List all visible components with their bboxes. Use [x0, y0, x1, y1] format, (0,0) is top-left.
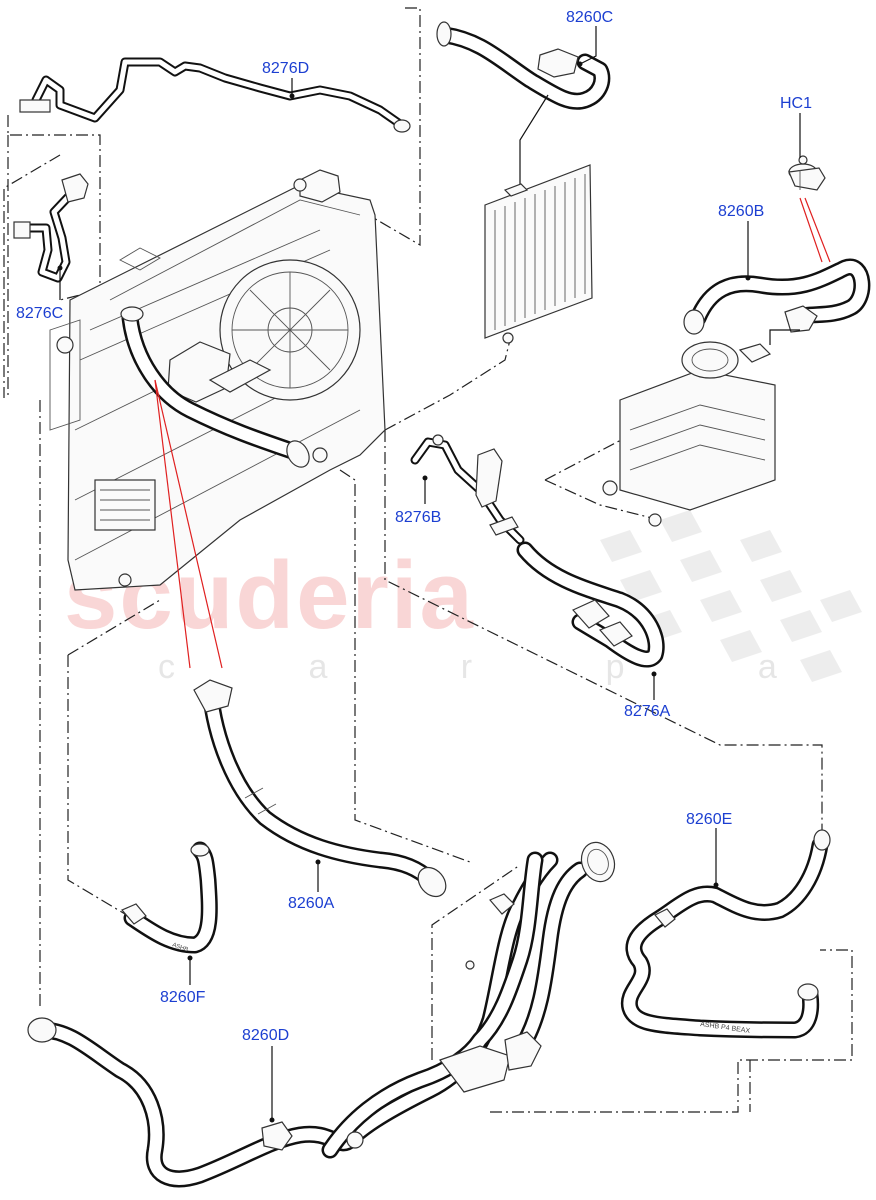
watermark: scuderia c a r p a r t s	[64, 510, 876, 686]
hose-8276a	[516, 541, 665, 668]
callout-8260d[interactable]: 8260D	[242, 1027, 289, 1044]
callout-leaders	[57, 26, 801, 1123]
callout-labels: 8276D 8260C HC1 8260B 8276C 8276B 8276A …	[16, 9, 812, 1044]
callout-hc1[interactable]: HC1	[780, 95, 812, 112]
pipe-8276c	[13, 173, 89, 283]
hose-8260f-marking: ASHB	[171, 942, 188, 953]
callout-8276d[interactable]: 8276D	[262, 60, 309, 77]
hose-8260e: ASHB P4 BEAX	[620, 829, 831, 1039]
hose-8260f: ASHB	[121, 841, 218, 954]
callout-8260c[interactable]: 8260C	[566, 9, 613, 26]
callout-8260a[interactable]: 8260A	[288, 895, 335, 912]
hose-8260a-installed	[120, 306, 310, 468]
pipe-8276b	[410, 434, 525, 545]
radiator-fan-assembly	[49, 169, 386, 591]
callout-8276a[interactable]: 8276A	[624, 703, 671, 720]
highlight-lines	[154, 197, 831, 669]
callout-8276b[interactable]: 8276B	[395, 509, 441, 526]
auxiliary-radiator	[484, 164, 593, 344]
hose-8260a-detail	[193, 679, 447, 898]
callout-8260e[interactable]: 8260E	[686, 811, 732, 828]
intercooler	[602, 329, 800, 527]
grouping-lines	[3, 7, 853, 1113]
pipe-8276d	[19, 57, 411, 133]
callout-8260f[interactable]: 8260F	[160, 989, 206, 1006]
callout-8260b[interactable]: 8260B	[718, 203, 764, 220]
watermark-subtitle: c a r p a r t s	[158, 648, 876, 686]
hose-clip-hc1	[788, 155, 826, 191]
checker-flag-graphic	[600, 510, 862, 682]
hose-8260b	[683, 258, 871, 335]
callout-8276c[interactable]: 8276C	[16, 305, 63, 322]
hose-8260c	[436, 21, 611, 190]
hose-8260d	[27, 841, 616, 1188]
